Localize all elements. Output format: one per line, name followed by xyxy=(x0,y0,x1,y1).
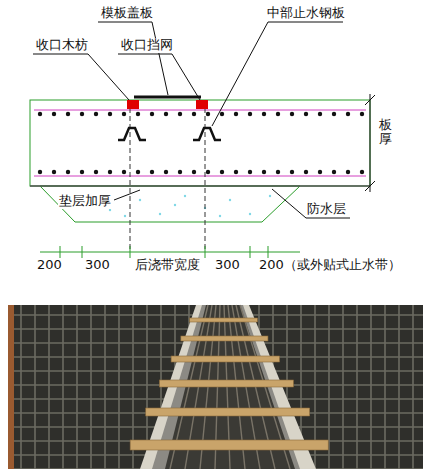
concrete-dots xyxy=(89,195,271,217)
slab-outline xyxy=(30,100,370,186)
cover-plate xyxy=(134,96,201,99)
strip-boundary xyxy=(205,100,206,252)
top-rebar xyxy=(34,110,366,111)
cushion-thickening xyxy=(40,186,300,222)
rebar-dots xyxy=(38,112,364,174)
part-label: 垫层加厚 xyxy=(58,194,112,209)
dimension-line xyxy=(40,246,300,258)
thickness-dimension xyxy=(365,94,375,192)
part-label: 防水层 xyxy=(306,202,347,217)
leader-lines xyxy=(33,22,350,218)
part-label: 模板盖板 xyxy=(100,6,154,21)
dimension-text: 200（或外贴式止水带） xyxy=(258,258,402,273)
waterstop-plate xyxy=(118,128,146,140)
bottom-rebar xyxy=(34,176,366,177)
strip-boundary xyxy=(130,100,131,252)
dimension-text: 300 xyxy=(214,258,241,273)
dimension-text: 200 xyxy=(36,258,63,273)
part-label: 收口木枋 xyxy=(35,38,89,53)
part-label: 收口挡网 xyxy=(120,38,174,53)
part-label: 板厚 xyxy=(378,118,393,147)
site-photo xyxy=(8,305,423,469)
closing-timber xyxy=(196,100,208,109)
waterproof-layer xyxy=(30,185,370,187)
dimension-text: 后浇带宽度 xyxy=(134,258,201,273)
closing-timber xyxy=(127,100,139,109)
dimension-text: 300 xyxy=(84,258,111,273)
waterstop-plate xyxy=(193,128,221,140)
part-label: 中部止水钢板 xyxy=(266,6,346,21)
